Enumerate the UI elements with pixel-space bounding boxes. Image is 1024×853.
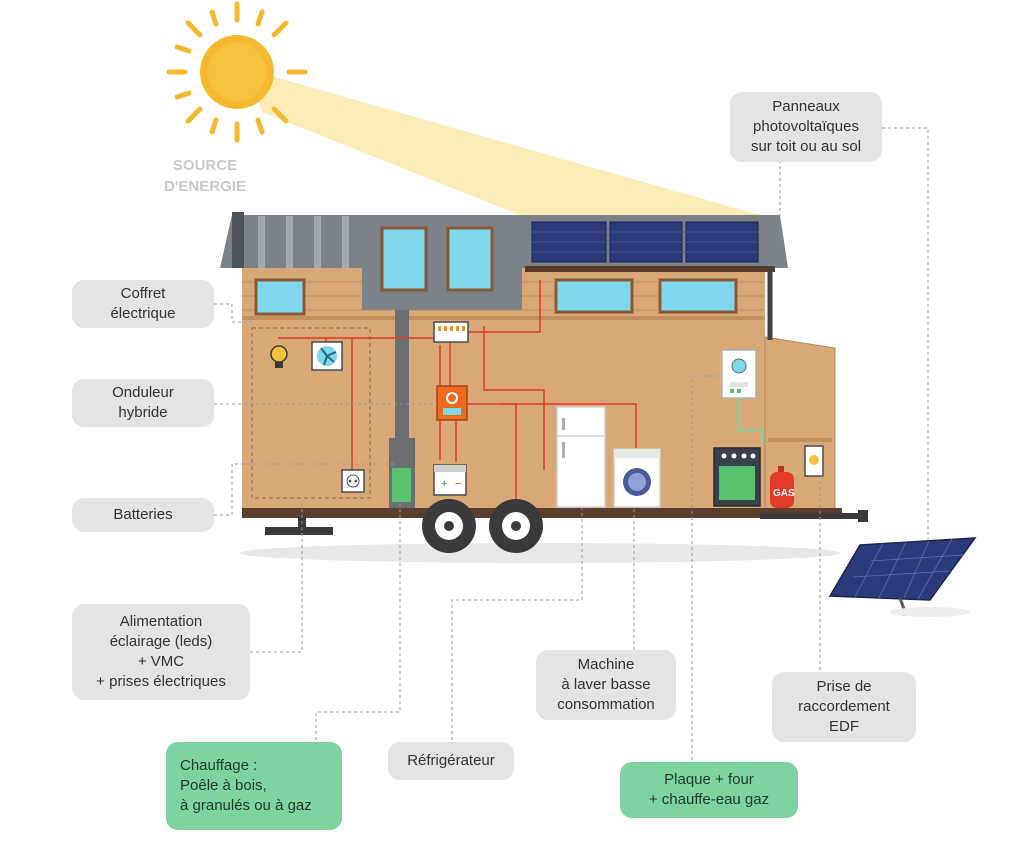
label-batteries: Batteries bbox=[72, 498, 214, 532]
trailer-chassis bbox=[242, 508, 842, 518]
label-machine: Machine à laver basse consommation bbox=[536, 650, 676, 720]
windows bbox=[254, 226, 738, 316]
label-refrigerateur: Réfrigérateur bbox=[388, 742, 514, 780]
ground-shadow bbox=[240, 543, 840, 563]
sun-beam bbox=[250, 70, 760, 215]
oven-icon bbox=[713, 447, 761, 507]
label-chauffage: Chauffage : Poêle à bois, à granulés ou … bbox=[166, 742, 342, 830]
label-panneaux: Panneaux photovoltaïques sur toit ou au … bbox=[730, 92, 882, 162]
label-onduleur: Onduleur hybride bbox=[72, 379, 214, 427]
edf-socket-icon bbox=[804, 445, 824, 477]
gas-text: GAS bbox=[773, 488, 795, 499]
label-alimentation: Alimentation éclairage (leds) + VMC + pr… bbox=[72, 604, 250, 700]
svg-text:−: − bbox=[455, 478, 461, 490]
washing-machine-icon bbox=[613, 448, 661, 508]
label-coffret: Coffret électrique bbox=[72, 280, 214, 328]
inverter-icon bbox=[436, 385, 468, 421]
light-bulb-icon bbox=[270, 345, 288, 368]
roof-solar-panels bbox=[531, 221, 759, 263]
svg-text:+: + bbox=[441, 478, 447, 490]
water-heater-icon bbox=[721, 349, 757, 399]
battery-icon: + − bbox=[433, 464, 467, 496]
power-socket-icon bbox=[341, 469, 365, 493]
stove bbox=[392, 468, 411, 502]
trailer-wheels bbox=[422, 499, 543, 553]
fan-icon bbox=[311, 341, 343, 371]
source-energy-label: SOURCE D'ENERGIE bbox=[164, 157, 246, 195]
fridge-icon bbox=[556, 406, 606, 508]
label-plaque-four: Plaque + four + chauffe-eau gaz bbox=[620, 762, 798, 818]
gas-bottle-icon: GAS bbox=[770, 466, 795, 508]
electric-box-icon bbox=[433, 321, 469, 343]
stove-pipe bbox=[395, 310, 409, 460]
ground-solar-panel bbox=[828, 537, 977, 617]
label-prise-edf: Prise de raccordement EDF bbox=[772, 672, 916, 742]
sun-icon bbox=[166, 1, 308, 143]
leader-lines bbox=[214, 127, 929, 760]
